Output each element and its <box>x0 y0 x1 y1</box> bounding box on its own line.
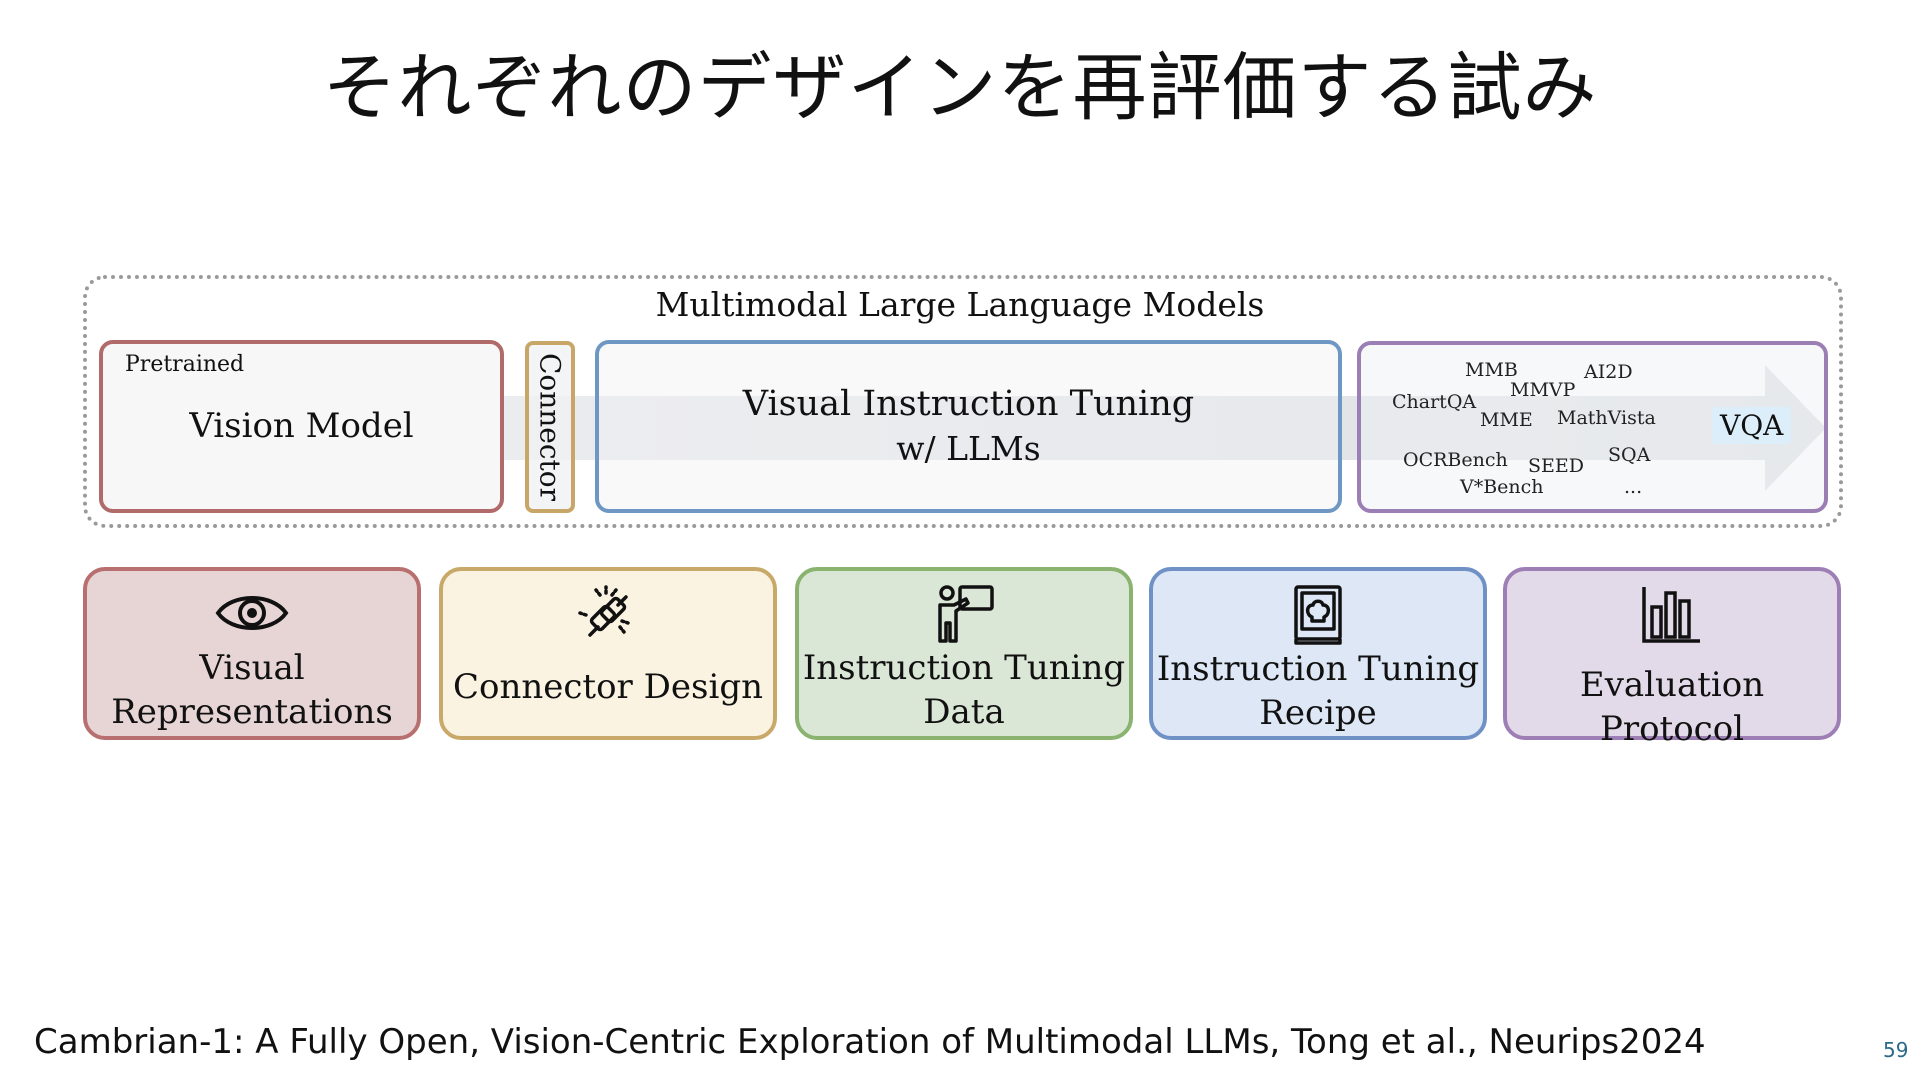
card-label-line2: Representations <box>111 692 393 732</box>
card-label-line1: Instruction Tuning <box>1156 649 1480 689</box>
vqa-label: VQA <box>1712 407 1792 444</box>
vision-model-box: Pretrained Vision Model <box>99 340 504 513</box>
card-label-line2: Data <box>923 692 1005 732</box>
benchmark-label: MMB <box>1465 359 1518 381</box>
card-label-line1: Instruction Tuning <box>802 648 1126 688</box>
mllm-frame <box>83 275 1843 528</box>
card-connector-design: Connector Design <box>439 567 777 740</box>
instruction-tuning-box: Visual Instruction Tuning w/ LLMs <box>595 340 1342 513</box>
page-number: 59 <box>1883 1038 1909 1062</box>
connector-box: Connector <box>525 341 575 513</box>
benchmark-box: MMB AI2D MMVP ChartQA MME MathVista OCRB… <box>1357 341 1828 513</box>
citation: Cambrian-1: A Fully Open, Vision-Centric… <box>34 1022 1706 1062</box>
benchmark-label: MMVP <box>1510 379 1576 401</box>
instruction-tuning-line2: w/ LLMs <box>896 429 1041 468</box>
card-evaluation-protocol: Evaluation Protocol <box>1503 567 1841 749</box>
card-label-line2: Recipe <box>1259 693 1377 733</box>
card-label-line1: Visual <box>199 648 305 688</box>
eye-icon <box>215 596 289 630</box>
benchmark-label: OCRBench <box>1403 449 1508 471</box>
instruction-tuning-line1: Visual Instruction Tuning <box>742 384 1195 424</box>
benchmark-label: SQA <box>1608 444 1651 466</box>
card-instruction-tuning-data: Instruction Tuning Data <box>795 567 1133 740</box>
slide-title: それぞれのデザインを再評価する試み <box>322 45 1598 131</box>
recipe-book-icon <box>1294 585 1342 645</box>
card-label-line1: Connector Design <box>452 667 763 707</box>
plug-icon <box>578 585 630 637</box>
benchmark-label: ChartQA <box>1392 391 1477 413</box>
benchmark-label: AI2D <box>1584 361 1633 383</box>
benchmark-label: MathVista <box>1557 407 1656 429</box>
card-visual-representations: Visual Representations <box>83 567 421 740</box>
teacher-board-icon <box>938 585 994 643</box>
card-instruction-tuning-recipe: Instruction Tuning Recipe <box>1149 567 1487 740</box>
connector-label: Connector <box>533 352 567 502</box>
pretrained-tag: Pretrained <box>125 352 245 377</box>
mllm-frame-title: Multimodal Large Language Models <box>655 285 1265 324</box>
card-label-line1: Evaluation Protocol <box>1579 665 1765 749</box>
bar-chart-icon <box>1642 587 1700 643</box>
benchmark-label: MME <box>1480 409 1533 431</box>
vision-model-label: Vision Model <box>189 406 414 446</box>
benchmark-label: V*Bench <box>1460 476 1544 498</box>
benchmark-label: ... <box>1624 476 1643 498</box>
benchmark-label: SEED <box>1528 455 1584 477</box>
